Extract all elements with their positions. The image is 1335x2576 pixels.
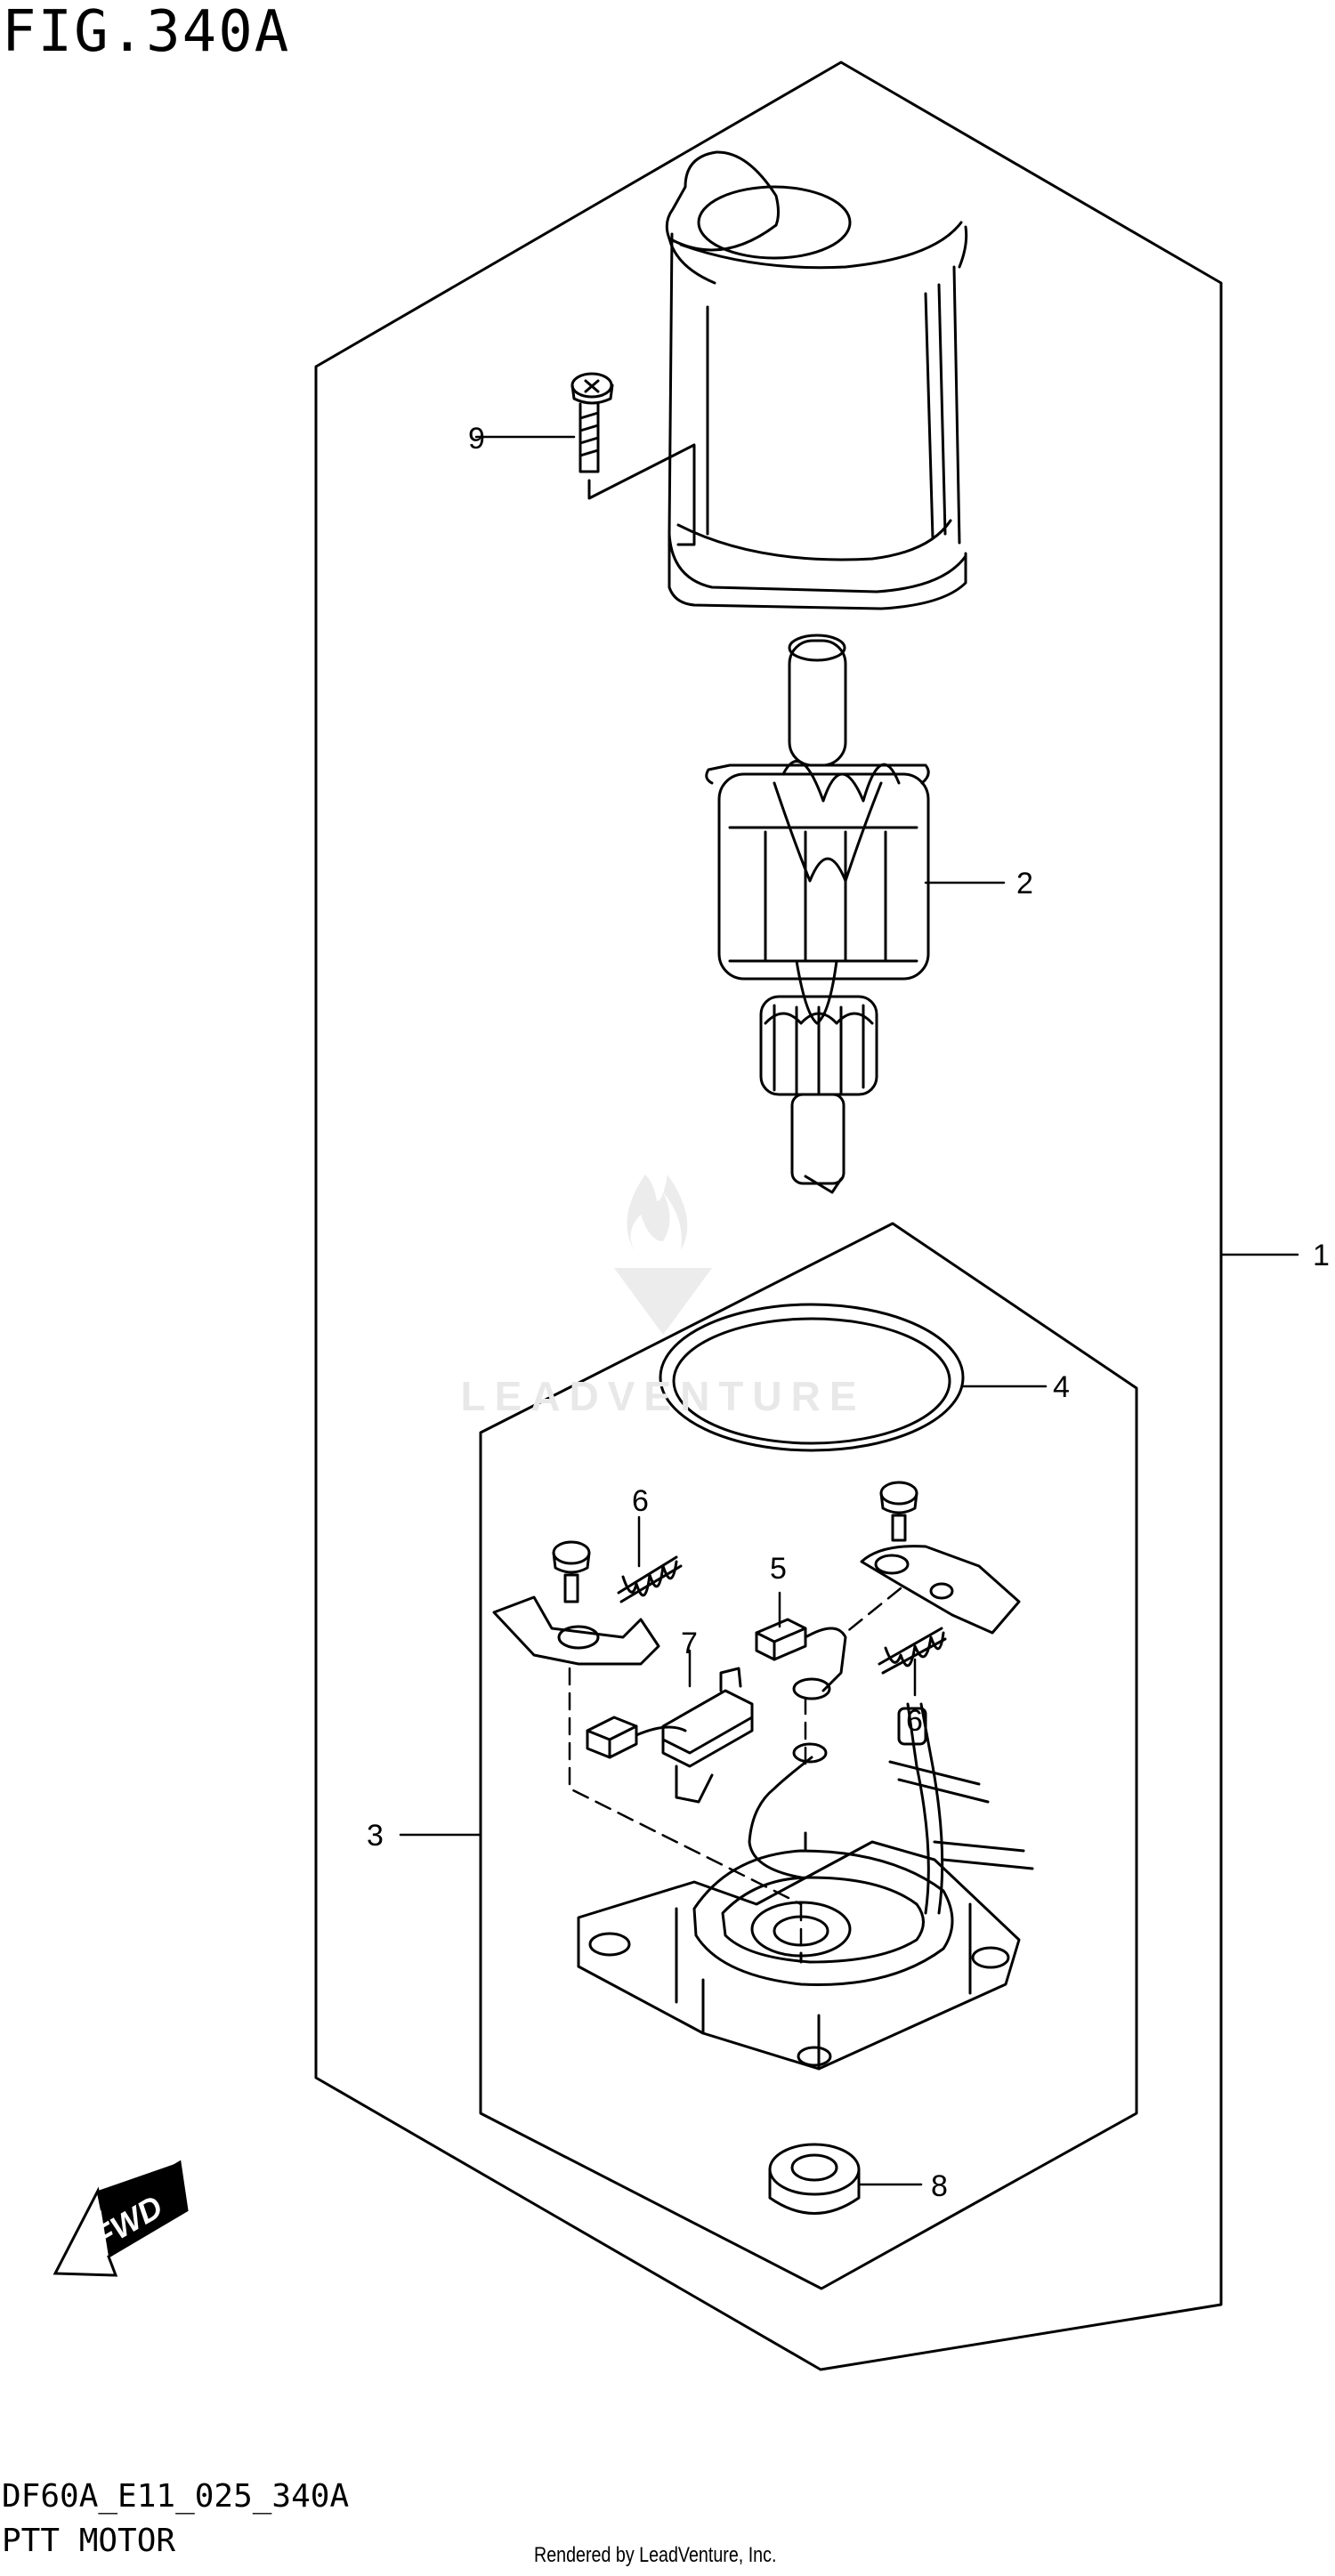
rendered-by-credit: Rendered by LeadVenture, Inc. — [534, 2543, 777, 2567]
brush-5-drawing — [755, 1618, 847, 1700]
spring-right-drawing — [878, 1627, 947, 1675]
leads-drawing — [748, 1702, 1034, 1915]
small-screw-left-drawing — [552, 1540, 591, 1603]
alignment-lines — [568, 1587, 902, 1955]
base-assembly-outline — [479, 1222, 1138, 2290]
flame-logo-icon — [627, 1175, 688, 1255]
callout-8: 8 — [931, 2169, 948, 2203]
v-logo-icon — [614, 1268, 712, 1335]
spring-left-drawing — [617, 1555, 683, 1603]
o-ring-drawing — [659, 1303, 965, 1452]
bushing-drawing — [768, 2143, 861, 2215]
drawing-code: DF60A_E11_025_340A — [2, 2478, 350, 2515]
motor-yoke-drawing — [665, 150, 968, 610]
small-screw-right-drawing — [879, 1481, 918, 1542]
callout-4: 4 — [1053, 1370, 1070, 1404]
watermark: LEADVENTURE — [460, 1175, 865, 1419]
leader-lines — [399, 435, 1299, 2186]
callout-2: 2 — [1016, 867, 1033, 900]
drawing-name: PTT MOTOR — [2, 2523, 176, 2559]
assembly-outline — [314, 61, 1223, 2371]
callout-5: 5 — [770, 1552, 787, 1586]
callout-6-right: 6 — [906, 1704, 923, 1738]
callouts: 1 2 3 4 5 6 6 7 8 9 — [367, 422, 1330, 2203]
callout-1: 1 — [1313, 1239, 1330, 1272]
callout-7: 7 — [681, 1627, 698, 1660]
callout-9: 9 — [468, 422, 485, 456]
figure-title: FIG.340A — [2, 0, 291, 65]
callout-3: 3 — [367, 1819, 384, 1853]
screw-drawing — [570, 372, 696, 546]
callout-6-left: 6 — [632, 1484, 649, 1518]
base-drawing — [577, 1840, 1021, 2071]
brush-plate-right-drawing — [860, 1545, 1021, 1635]
brush-7-drawing — [586, 1667, 754, 1804]
watermark-text: LEADVENTURE — [460, 1373, 865, 1419]
fwd-arrow: FWD — [53, 2160, 189, 2277]
brush-plate-left-drawing — [492, 1595, 660, 1666]
armature-drawing — [705, 634, 930, 1194]
